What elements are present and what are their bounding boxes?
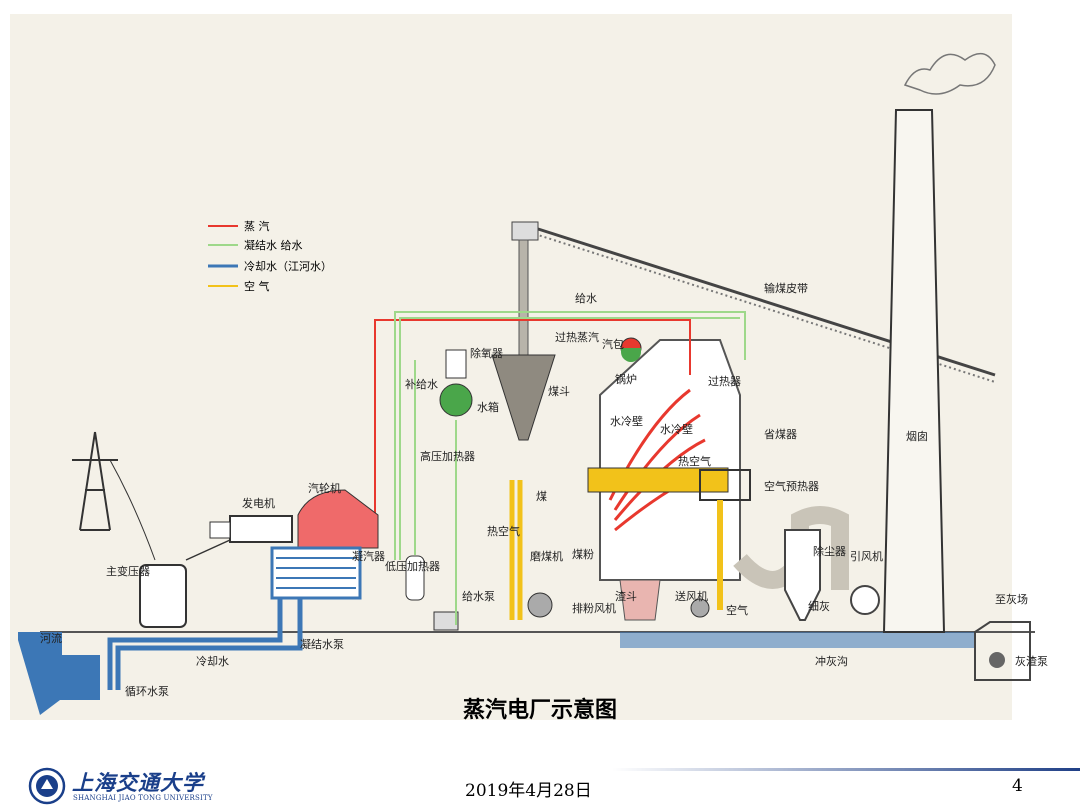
hot-air-duct (587, 467, 729, 493)
legend-air-label: 空 气 (244, 279, 270, 293)
footer-divider (612, 768, 1080, 771)
label-superheater: 过热器 (708, 375, 741, 388)
mill-shape (527, 592, 553, 618)
diagram-caption: 蒸汽电厂示意图 (462, 698, 617, 723)
legend-steam-label: 蒸 汽 (244, 219, 270, 233)
label-condenser: 凝汽器 (352, 549, 385, 563)
ash-pit (974, 621, 1031, 681)
label-ash-trench: 冲灰沟 (815, 654, 848, 668)
label-fine-ash: 细灰 (808, 599, 830, 613)
label-slag-hopper: 渣斗 (615, 589, 637, 603)
label-circ-pump: 循环水泵 (125, 685, 169, 698)
induced-fan-shape (850, 585, 880, 615)
feed-water-line (394, 311, 746, 560)
ash-trench (620, 632, 975, 648)
label-turbine: 汽轮机 (308, 481, 341, 495)
university-seal-icon (28, 767, 66, 805)
forced-fan-shape (690, 598, 710, 618)
label-water-tank: 水箱 (477, 400, 499, 414)
belt-head (511, 221, 539, 241)
label-to-ash-yard: 至灰场 (995, 592, 1028, 606)
transformer-shape (139, 564, 187, 628)
coal-hopper-shape (491, 354, 556, 441)
logo-english-text: SHANGHAI JIAO TONG UNIVERSITY (73, 794, 213, 802)
label-exhaust-fan: 排粉风机 (572, 601, 616, 615)
slag-hopper-shape (619, 579, 661, 621)
legend-cooling-label: 冷却水（江河水） (244, 260, 332, 273)
label-mill: 磨煤机 (530, 549, 563, 563)
label-pulverized-coal: 煤粉 (572, 548, 594, 561)
label-coal: 煤 (536, 490, 547, 503)
power-line (109, 459, 156, 561)
label-condensate-pump: 凝结水泵 (300, 637, 344, 651)
label-dust-collector: 除尘器 (813, 544, 846, 558)
river-basin (18, 632, 100, 715)
label-feed-water: 给水 (575, 292, 597, 305)
label-air: 空气 (726, 603, 748, 617)
label-lp-heater: 低压加热器 (385, 560, 440, 573)
label-induced-fan: 引风机 (850, 549, 883, 563)
label-water-wall-2: 水冷壁 (660, 422, 693, 436)
label-economizer: 省煤器 (764, 428, 797, 441)
label-coal-belt: 输煤皮带 (764, 281, 808, 295)
label-generator: 发电机 (242, 496, 275, 510)
label-hp-heater: 高压加热器 (420, 449, 475, 463)
label-forced-fan: 送风机 (675, 589, 708, 603)
air-preheater-coil (699, 469, 751, 501)
water-tank-shape (439, 383, 473, 417)
label-superheated-steam: 过热蒸汽 (555, 330, 599, 344)
hot-air-pipe (509, 480, 523, 620)
legend: 蒸 汽 凝结水 给水 冷却水（江河水） 空 气 (208, 219, 332, 293)
condenser-tubes (276, 557, 356, 589)
label-drum: 汽包 (602, 337, 624, 351)
label-feed-pump: 给水泵 (462, 590, 495, 603)
label-deaerator: 除氧器 (470, 346, 503, 360)
coal-chute (518, 239, 529, 361)
lp-heater-shape (405, 555, 425, 601)
label-makeup-water: 补给水 (405, 378, 438, 391)
label-ash-pump: 灰渣泵 (1015, 654, 1048, 668)
label-chimney: 烟囱 (906, 429, 928, 443)
ash-pump-shape (989, 652, 1005, 668)
feed-pump-shape (433, 611, 459, 631)
condenser-shape (270, 546, 362, 600)
label-hot-air: 热空气 (678, 454, 711, 468)
turbine-shape (297, 489, 379, 549)
label-boiler: 锅炉 (615, 373, 637, 386)
label-coal-hopper: 煤斗 (548, 385, 570, 398)
chimney-shape (882, 109, 946, 633)
label-hot-air-2: 热空气 (487, 524, 520, 538)
main-steam-line (374, 319, 691, 515)
label-cooling-water: 冷却水 (196, 655, 229, 668)
condensate-line (414, 360, 457, 625)
coal-belt-coal (534, 233, 996, 383)
deaerator-shape (445, 349, 467, 379)
boiler-shape (599, 339, 741, 581)
transformer-link (185, 539, 231, 561)
label-main-transformer: 主变压器 (106, 564, 150, 578)
footer-date: 2019年4月28日 (465, 781, 592, 801)
transmission-tower (72, 431, 118, 531)
page-number: 4 (1012, 776, 1023, 796)
cooling-water-pipes (107, 598, 303, 690)
legend-feedwater-label: 凝结水 给水 (244, 238, 303, 252)
logo-chinese-text: 上海交通大学 (72, 770, 204, 795)
flames (608, 388, 711, 532)
label-river: 河流 (40, 631, 62, 645)
label-air-preheater: 空气预热器 (764, 479, 819, 493)
label-water-wall-1: 水冷壁 (610, 414, 643, 428)
dust-collector-shape (784, 529, 821, 621)
generator-shape (229, 515, 293, 543)
smoke (903, 52, 996, 95)
drum-water (621, 348, 641, 362)
exciter-shape (209, 521, 231, 539)
university-logo: 上海交通大学 SHANGHAI JIAO TONG UNIVERSITY (28, 767, 218, 807)
